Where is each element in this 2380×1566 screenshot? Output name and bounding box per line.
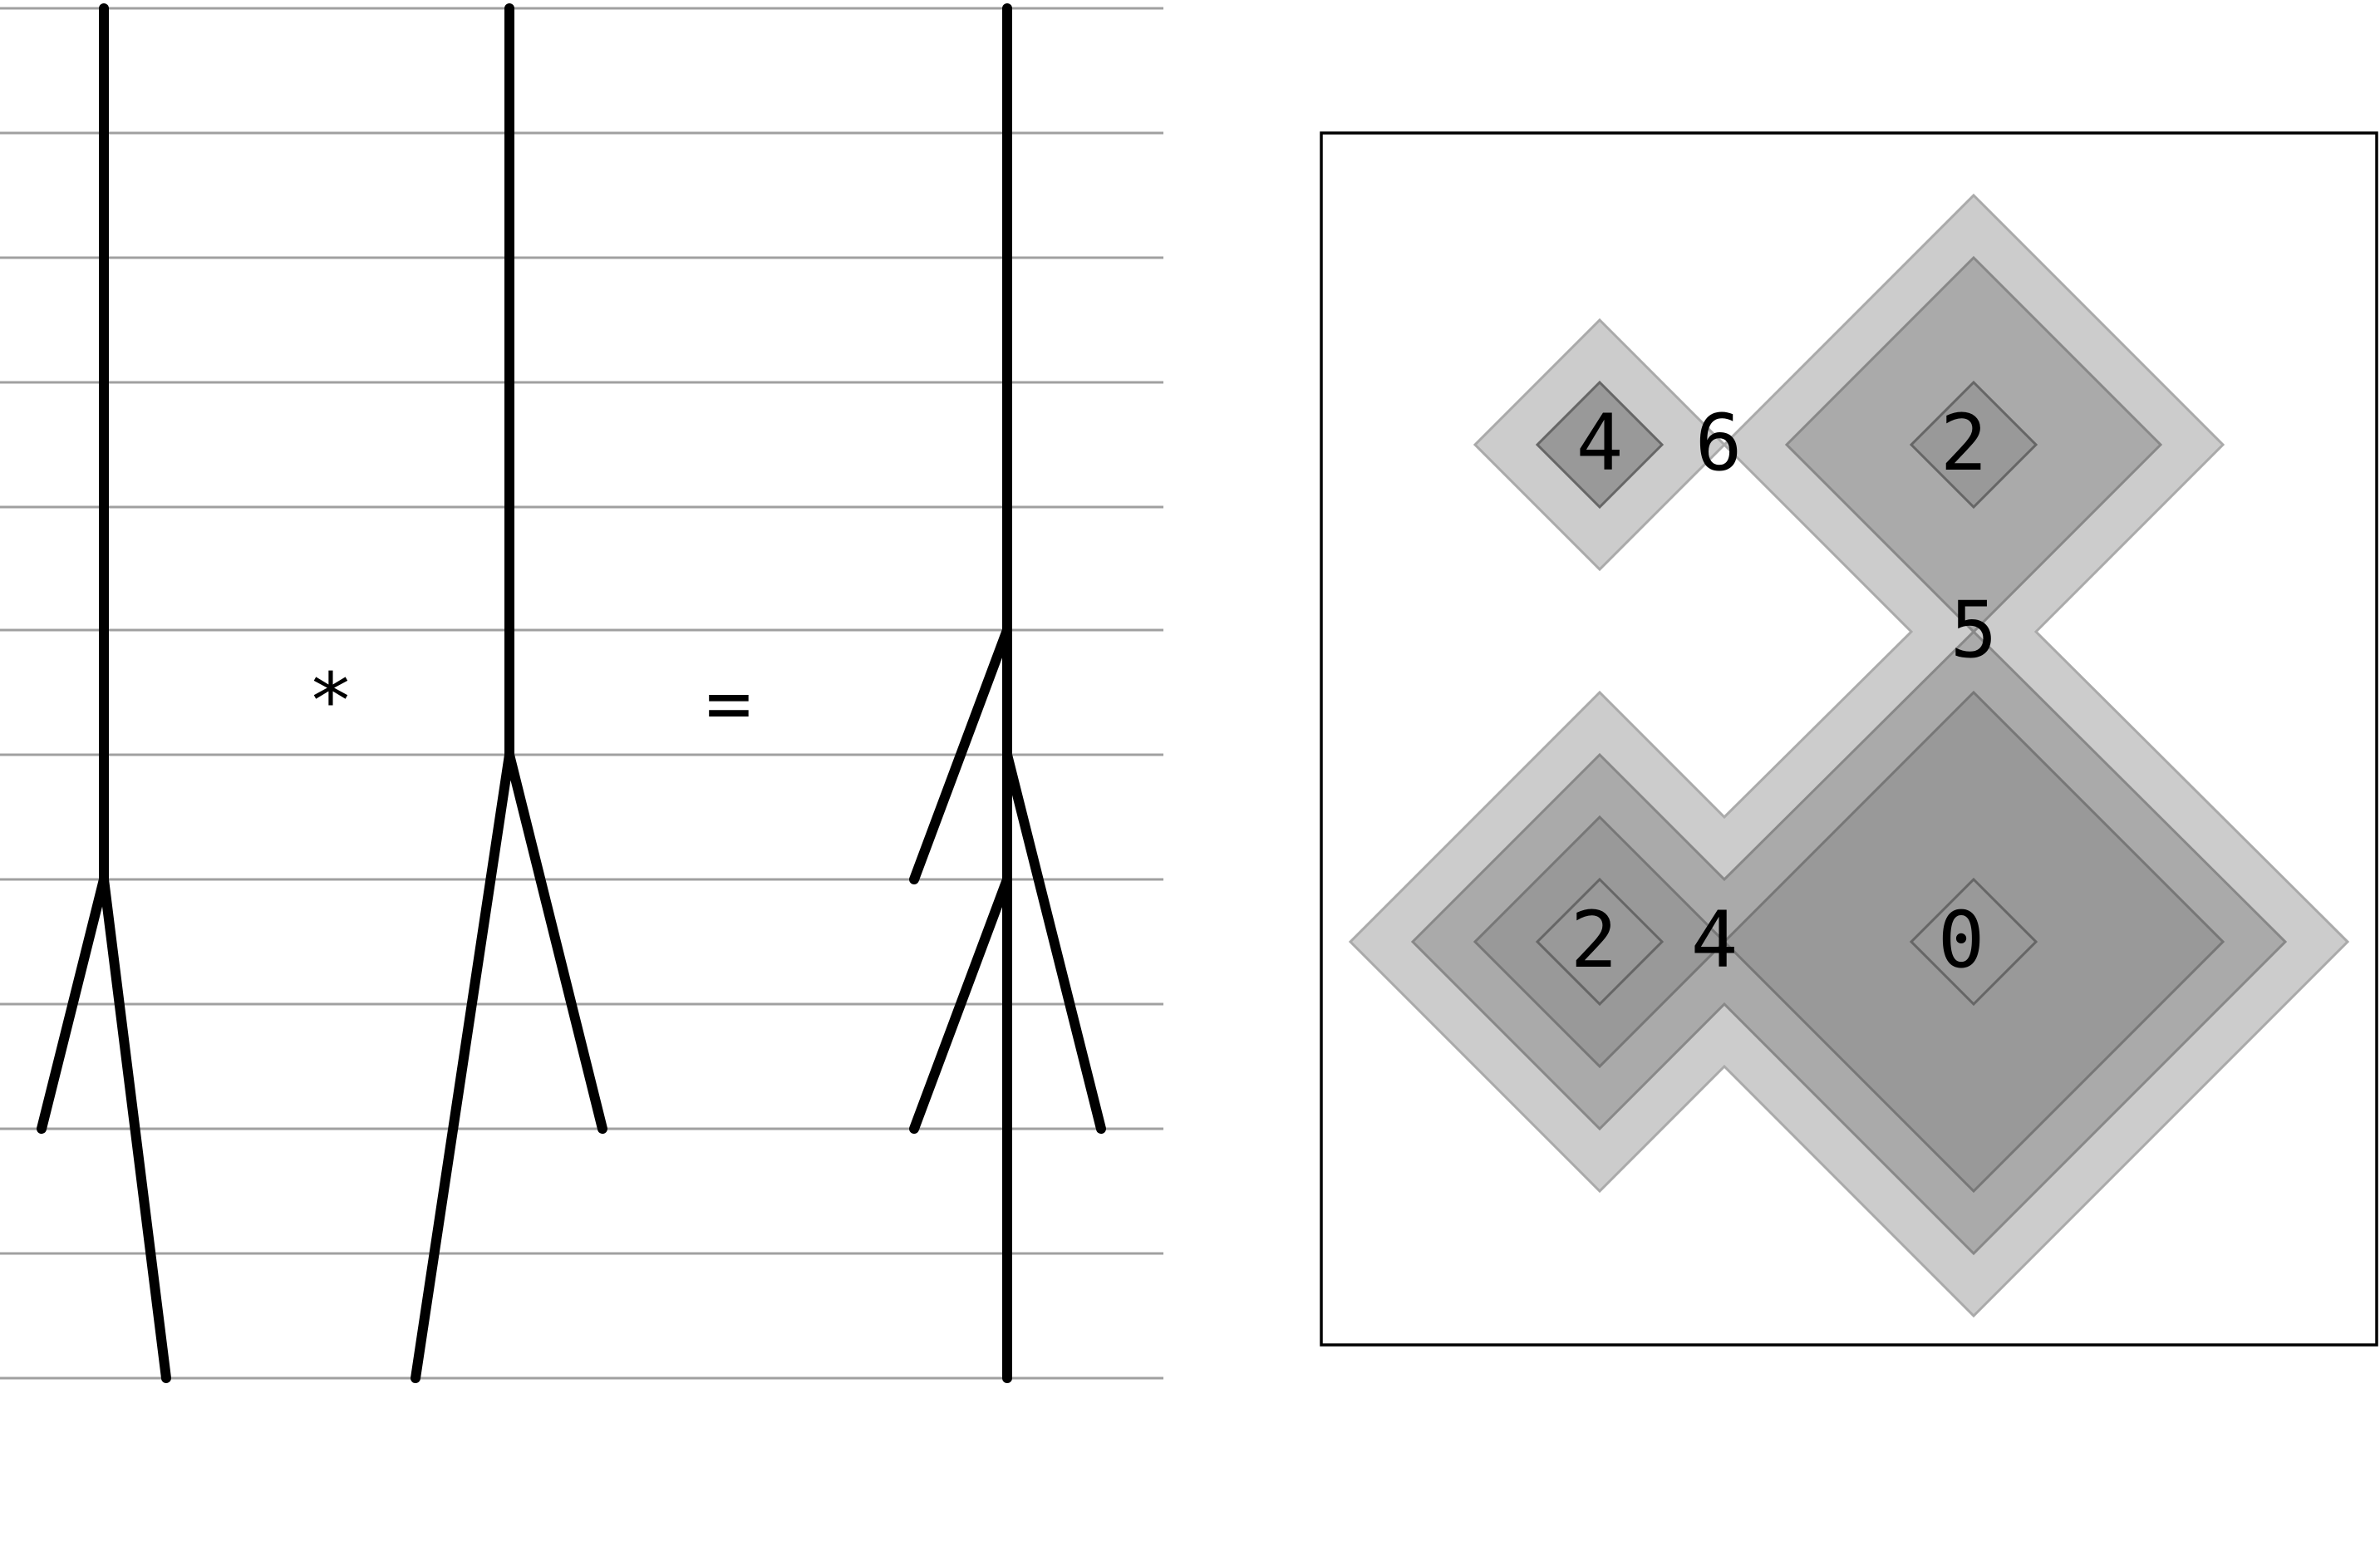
level-label: 4 bbox=[1691, 895, 1738, 986]
level-label: 2 bbox=[1940, 398, 1988, 489]
tree-middle bbox=[411, 3, 607, 1383]
contour-core bbox=[1535, 380, 1665, 510]
level-label: 2 bbox=[1571, 895, 1618, 986]
level-label: 6 bbox=[1695, 398, 1743, 489]
tree-result bbox=[909, 3, 1106, 1383]
level-label: 4 bbox=[1576, 398, 1624, 489]
grid-lines bbox=[0, 7, 1163, 1380]
contour-panel: 4 6 2 5 2 4 0 bbox=[1320, 131, 2378, 1347]
tree-branch-lower-left bbox=[909, 874, 1012, 1134]
contour-core bbox=[1535, 877, 1665, 1007]
tree-branch-upper-left bbox=[909, 625, 1012, 884]
tree-left bbox=[37, 3, 171, 1383]
tree-branch-left bbox=[37, 874, 109, 1134]
contour-core bbox=[1909, 380, 2038, 510]
tree-branch-right bbox=[1002, 750, 1106, 1134]
level-label: 0 bbox=[1938, 895, 1985, 986]
contour-core bbox=[1909, 877, 2038, 1007]
level-label: 5 bbox=[1950, 585, 1998, 676]
tree-branch-right bbox=[99, 874, 171, 1383]
equals-operator: = bbox=[706, 659, 751, 748]
tree-branch-right bbox=[504, 750, 607, 1134]
tree-branch-left bbox=[411, 750, 514, 1383]
multiply-operator: * bbox=[307, 657, 353, 746]
panel-frame bbox=[1320, 131, 2378, 1347]
